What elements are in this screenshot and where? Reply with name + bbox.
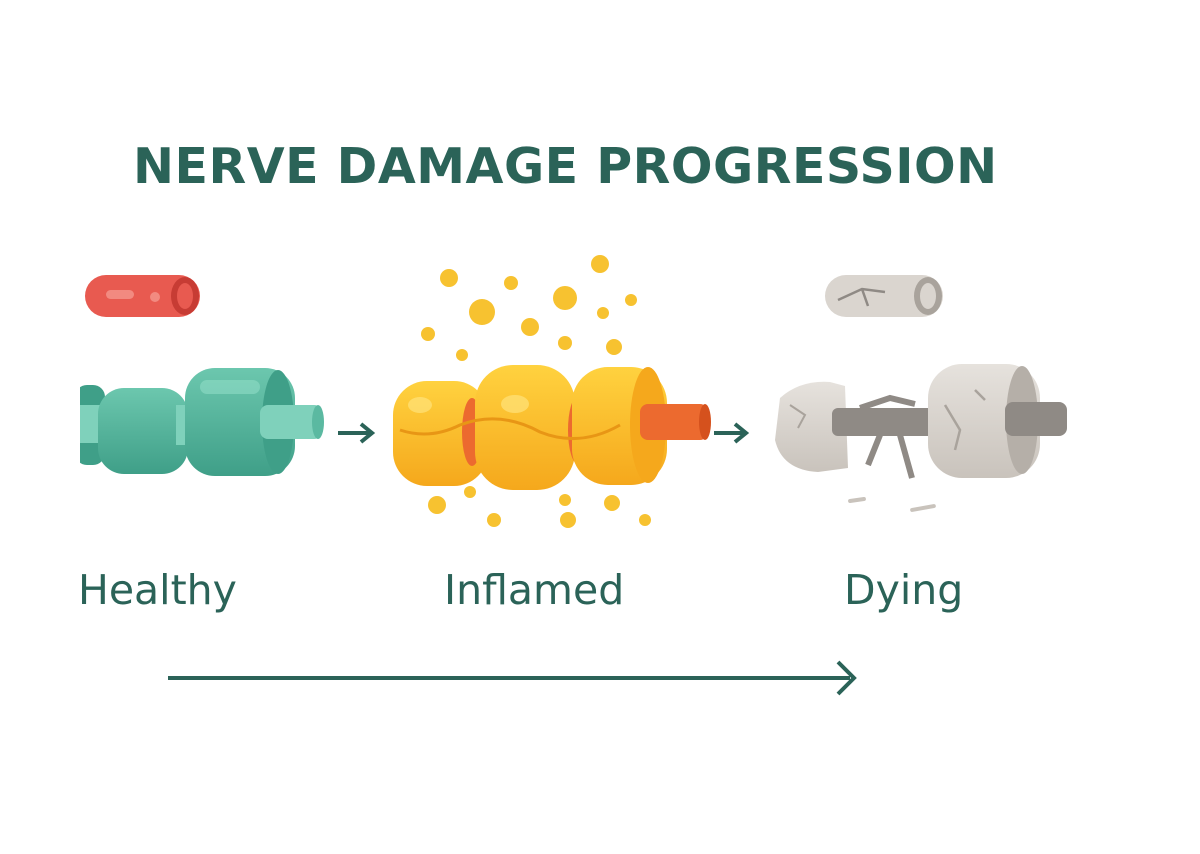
dying-nerve-icon [775, 364, 1067, 512]
stage-label-healthy: Healthy [78, 566, 237, 614]
progress-arrow-small-2 [714, 422, 750, 444]
progression-arrow [168, 660, 857, 696]
stage-label-inflamed: Inflamed [444, 566, 625, 614]
dying-vessel-icon [825, 275, 943, 317]
stage-label-dying: Dying [844, 566, 964, 614]
progress-arrow-small-1 [338, 422, 376, 444]
inflamed-nerve-icon [393, 255, 711, 528]
healthy-nerve-icon [75, 368, 324, 476]
healthy-vessel-icon [85, 275, 200, 317]
inflammation-particles [421, 255, 651, 528]
left-crop-mask [0, 0, 80, 854]
page-title: NERVE DAMAGE PROGRESSION [133, 138, 998, 195]
